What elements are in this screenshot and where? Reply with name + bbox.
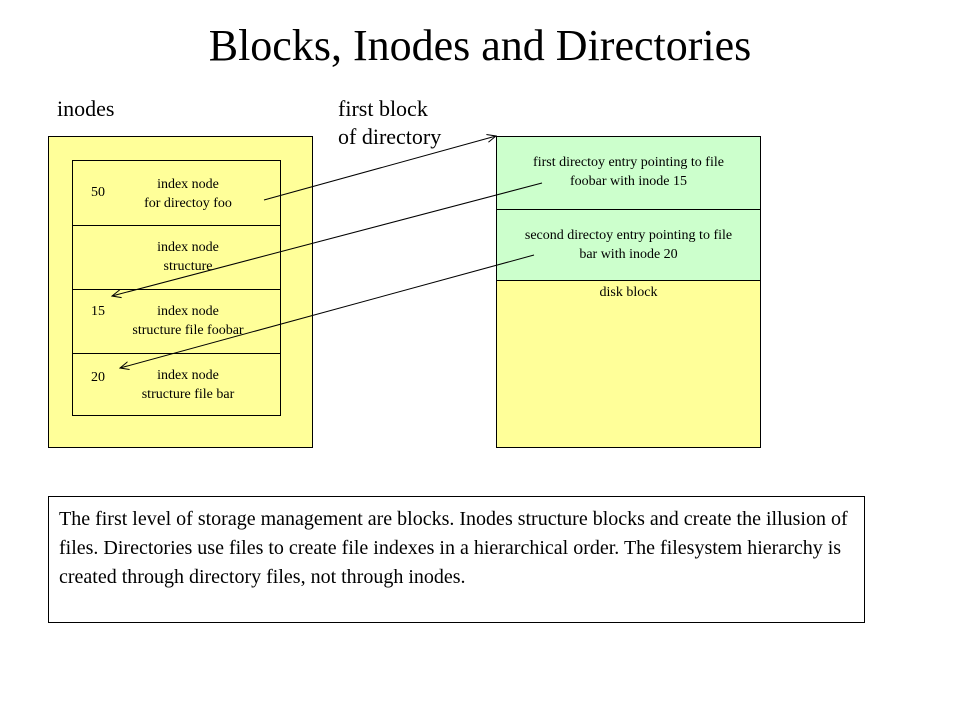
inode-cell-structure: index node structure (73, 225, 280, 289)
inode-cell-line2: structure (163, 259, 213, 274)
directory-entry-line1: second directoy entry pointing to file (524, 228, 733, 243)
inode-number: 50 (91, 185, 105, 200)
page-title: Blocks, Inodes and Directories (208, 21, 752, 70)
arrow-entry2-to-inode20 (120, 254, 535, 368)
inode-cell-text: index node structure file bar (113, 366, 263, 404)
first-block-label: first block of directory (338, 95, 441, 151)
inodes-label: inodes (57, 96, 115, 121)
first-block-label-line2: of directory (338, 124, 442, 149)
description-box: The first level of storage management ar… (48, 496, 865, 623)
inode-cell-line1: index node (157, 304, 219, 319)
directory-entry-text: second directoy entry pointing to file b… (503, 226, 754, 264)
inode-cell-line1: index node (157, 177, 219, 192)
directory-entry-first: first directoy entry pointing to file fo… (497, 137, 760, 209)
inode-cell-15: 15 index node structure file foobar (73, 289, 280, 353)
arrow-entry1-to-inode15 (112, 182, 543, 296)
inode-panel (48, 136, 313, 448)
inode-stack: 50 index node for directoy foo index nod… (72, 160, 281, 416)
directory-entry-line2: bar with inode 20 (579, 247, 678, 262)
directory-entry-line1: first directoy entry pointing to file (533, 155, 724, 170)
disk-block-panel: first directoy entry pointing to file fo… (496, 136, 761, 448)
inode-cell-20: 20 index node structure file bar (73, 353, 280, 417)
inode-cell-text: index node structure file foobar (113, 302, 263, 340)
first-block-label-line1: first block (338, 96, 428, 121)
inode-cell-line2: structure file bar (141, 387, 235, 402)
directory-entry-line2: foobar with inode 15 (569, 174, 688, 189)
inode-cell-line1: index node (157, 240, 219, 255)
inode-number: 15 (91, 304, 105, 319)
inode-cell-text: index node for directoy foo (113, 175, 263, 213)
disk-block-label: disk block (599, 285, 658, 300)
inode-cell-line2: structure file foobar (132, 323, 244, 338)
arrow-inode50-to-first-block (263, 136, 496, 201)
inode-cell-50: 50 index node for directoy foo (73, 161, 280, 225)
directory-entry-text: first directoy entry pointing to file fo… (503, 153, 754, 191)
inode-number: 20 (91, 370, 105, 385)
directory-entry-second: second directoy entry pointing to file b… (497, 209, 760, 281)
inode-cell-line1: index node (157, 368, 219, 383)
inode-cell-text: index node structure (113, 238, 263, 276)
inode-cell-line2: for directoy foo (144, 196, 232, 211)
